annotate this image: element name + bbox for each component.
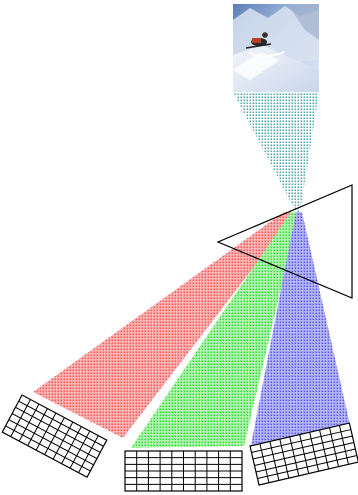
snowboarder-photo [233, 4, 319, 92]
green-sensor-array [125, 451, 242, 491]
incident-light-beam [233, 92, 319, 212]
